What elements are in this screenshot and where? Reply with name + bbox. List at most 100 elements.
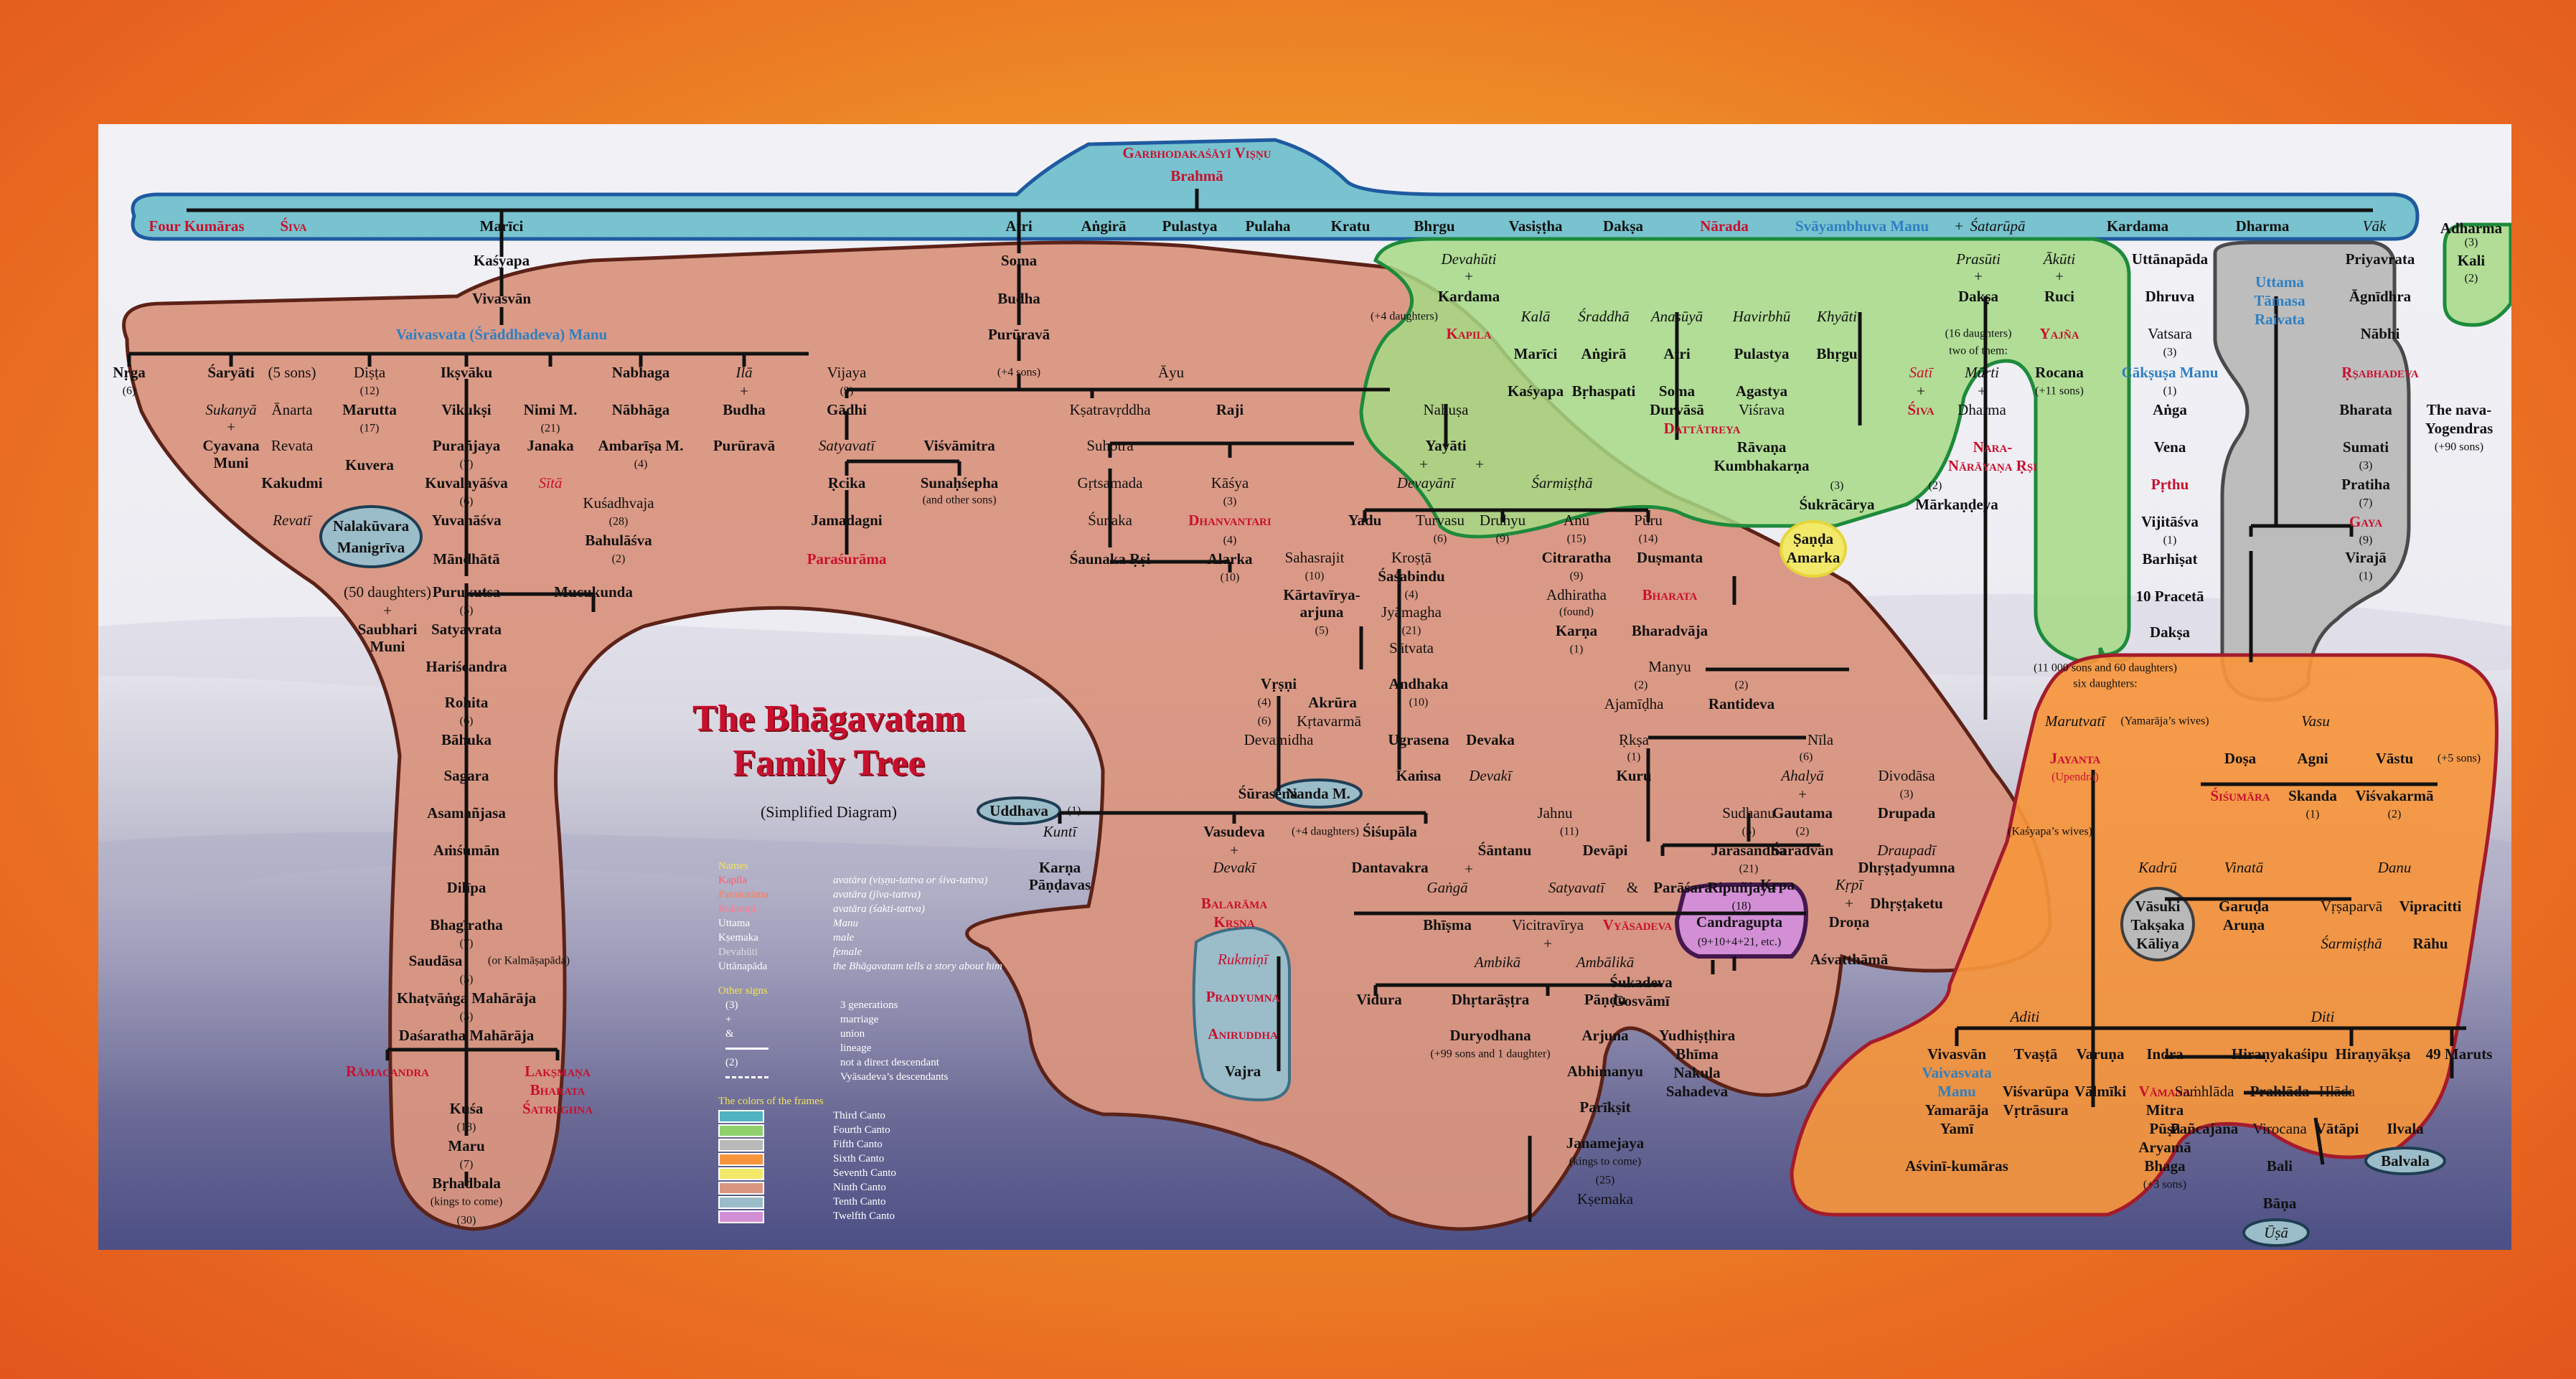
node-pratiha-n: (7) xyxy=(2359,496,2373,509)
node-vikuksi: Vikukṣi xyxy=(441,401,492,418)
node-rksa-n: (1) xyxy=(1627,750,1641,763)
node-yadu: Yadu xyxy=(1348,512,1382,529)
node-markandeya: Mārkaṇḍeya xyxy=(1915,496,1998,513)
node-vasudeva: Vasudeva xyxy=(1203,823,1265,840)
node-bhaga: Bhaga xyxy=(2144,1157,2186,1175)
node-agnidhra: Āgnīdhra xyxy=(2349,288,2412,305)
node-sunahsepha: Sunaḥśepha xyxy=(920,474,999,491)
node-krosta: Kroṣṭā xyxy=(1391,549,1432,566)
node-akuti: Ākūti xyxy=(2043,250,2076,268)
node-kasyapa: Kaśyapa xyxy=(473,252,530,269)
node-sukanya: Sukanyā xyxy=(205,401,257,418)
node-yayati-plus: + xyxy=(1419,456,1428,473)
legend-key: Uttānapāda xyxy=(718,961,768,972)
node-saudasa: Saudāsa xyxy=(408,952,463,969)
node-dharma-top: Dharma xyxy=(2235,217,2290,235)
node-pradyumna: Pradyumna xyxy=(1205,988,1280,1005)
node-andhaka: Andhaka xyxy=(1388,675,1449,692)
node-anga: Aṅga xyxy=(2153,401,2187,418)
node-draupadi: Draupadī xyxy=(1877,842,1936,859)
node-vena: Vena xyxy=(2153,438,2186,456)
node-svayambhuva: Svāyambhuva Manu xyxy=(1795,217,1929,235)
node-naranarayana2: Nārāyaṇa Ṛṣi xyxy=(1947,457,2038,474)
legend-sign-row: Vyāsadeva’s descendants xyxy=(718,1070,1149,1084)
node-dhrstaketu: Dhṛṣṭaketu xyxy=(1870,895,1943,912)
node-rohita-n: (6) xyxy=(459,715,474,728)
node-agastya: Agastya xyxy=(1735,382,1788,400)
node-yamaraja-wives: (Yamarāja’s wives) xyxy=(2120,715,2209,728)
frame-canto3 xyxy=(131,138,2420,241)
frame-uddhava xyxy=(977,796,1061,825)
legend-value: avatāra (śakti-tattva) xyxy=(833,903,925,915)
node-kala: Kalā xyxy=(1520,308,1551,325)
node-gosvami: Gosvāmī xyxy=(1612,992,1670,1009)
node-citraratha: Citraratha xyxy=(1541,549,1612,566)
node-vivasvan: Vivasvān xyxy=(471,290,532,307)
node-krpa: Kṛpa xyxy=(1760,876,1795,893)
node-vak: Vāk xyxy=(2362,217,2387,235)
node-janaka: Janaka xyxy=(527,437,574,454)
node-drupada: Drupada xyxy=(1877,804,1936,822)
node-atri2: Atri xyxy=(1663,345,1691,362)
node-ganga: Gaṅgā xyxy=(1426,879,1468,896)
node-iksvaku: Ikṣvāku xyxy=(440,364,493,381)
node-nakula: Nakula xyxy=(1673,1064,1721,1081)
node-revati: Revatī xyxy=(273,512,311,529)
node-prthu: Pṛthu xyxy=(2150,476,2189,493)
node-viraja-n: (1) xyxy=(2359,570,2373,583)
node-brhadbala: Bṛhadbala xyxy=(432,1175,501,1192)
node-puranjaya: Purañjaya xyxy=(432,437,501,454)
node-krsna: Kṛṣṇa xyxy=(1213,913,1255,931)
node-turvasu: Turvasu xyxy=(1415,512,1465,529)
canto-swatch xyxy=(718,1195,764,1209)
node-jarasandha-n: (21) xyxy=(1739,862,1759,875)
node-kardama: Kardama xyxy=(1437,288,1500,305)
node-ninety-sons: (+90 sons) xyxy=(2434,441,2484,453)
node-anarta: Ānarta xyxy=(271,401,313,418)
node-vasudeva-plus: + xyxy=(1230,842,1238,859)
node-sraddha: Śraddhā xyxy=(1578,308,1630,325)
node-navayogendras1: The nava- xyxy=(2426,401,2492,418)
node-anu: Anu xyxy=(1563,512,1590,529)
node-bhisma: Bhīṣma xyxy=(1423,916,1472,933)
node-saubhari-muni: Muni xyxy=(370,638,405,655)
node-sita: Sītā xyxy=(538,474,563,491)
node-sixteen-d: (16 daughters) xyxy=(1945,327,2012,340)
title-line-1: The Bhāgavatam xyxy=(692,698,965,739)
legend-sign-value: lineage xyxy=(840,1043,872,1054)
diagram-title: The Bhāgavatam Family Tree xyxy=(678,697,979,786)
node-kadru: Kadrū xyxy=(2138,859,2177,876)
node-vijaya-n: (9) xyxy=(840,385,854,397)
legend-key: Rukmiṇī xyxy=(718,903,756,915)
node-kusa-n: (18) xyxy=(456,1121,476,1134)
node-ayu: Āyu xyxy=(1157,364,1185,381)
node-agni: Agni xyxy=(2297,750,2328,767)
legend-canto-label: Ninth Canto xyxy=(833,1182,886,1193)
node-bahulasva: Bahulāśva xyxy=(585,532,652,549)
node-nrga-n: (6) xyxy=(122,385,136,397)
node-saudasa-note: (or Kalmāṣapāda) xyxy=(487,954,570,967)
node-andhaka-n: (10) xyxy=(1409,696,1429,709)
node-ruci: Ruci xyxy=(2044,288,2074,305)
node-visvamitra: Viśvāmitra xyxy=(923,437,995,454)
node-dista: Diṣṭa xyxy=(353,364,386,381)
node-hlada: Hlāda xyxy=(2318,1083,2356,1100)
node-puranjaya-n: (7) xyxy=(459,458,474,471)
frame-canto5 xyxy=(2213,240,2411,702)
canto-swatch xyxy=(718,1124,764,1137)
legend-sign-key: & xyxy=(725,1028,734,1040)
legend-sign-key: + xyxy=(725,1014,732,1025)
node-druhyu: Druhyu xyxy=(1479,512,1526,529)
node-ambarisa-n: (4) xyxy=(634,458,648,471)
node-visvakarma-n: (2) xyxy=(2387,808,2402,821)
node-vicitra-plus: + xyxy=(1543,935,1552,952)
node-skanda-n: (1) xyxy=(2305,808,2320,821)
node-plus-sata: + xyxy=(1955,217,1963,235)
node-kartavirya: Kārtavīrya- xyxy=(1283,586,1360,603)
node-sudhanu: Sudhanu xyxy=(1722,804,1775,822)
legend-colors-header: The colors of the frames xyxy=(718,1096,824,1107)
node-plus4d2: (+4 daughters) xyxy=(1371,310,1438,323)
node-alarka: Alarka xyxy=(1207,550,1253,568)
